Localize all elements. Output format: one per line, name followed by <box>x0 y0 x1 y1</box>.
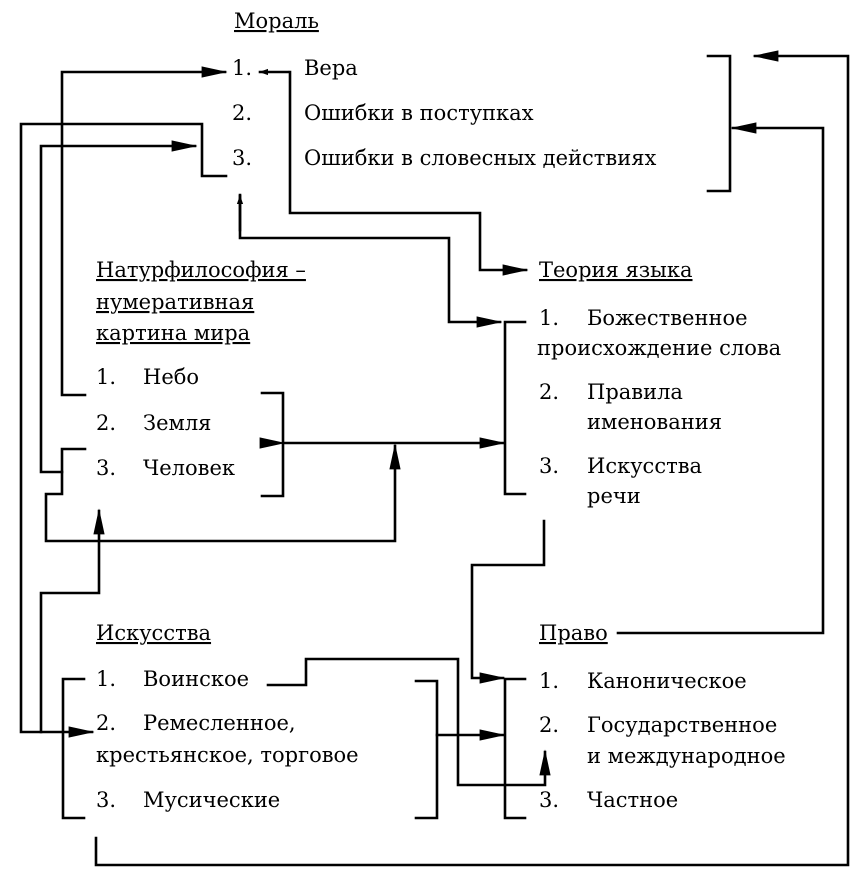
arts-title: Искусства <box>96 621 211 645</box>
natural-philosophy-item-2-number: 2. <box>96 411 116 435</box>
language-theory-item-1-line-2: происхождение слова <box>537 336 781 360</box>
arts-item-2-line-1: Ремесленное, <box>143 711 296 735</box>
law-title: Право <box>539 621 608 645</box>
connector-arts-to-morality <box>94 50 850 867</box>
natural-philosophy-title-line-1: Натурфилософия – <box>96 258 306 282</box>
arts-item-1-number: 1. <box>96 667 116 691</box>
morality-item-1-number: 1. <box>232 56 252 80</box>
language-theory-item-1-line-1: Божественное <box>587 306 748 330</box>
arts-item-2-line-2: крестьянское, торговое <box>96 743 359 767</box>
natural-philosophy-item-1-number: 1. <box>96 365 116 389</box>
law-item-3-line-1: Частное <box>587 788 678 812</box>
morality-block: Мораль 1. Вера 2. Ошибки в поступках 3. … <box>232 9 732 193</box>
language-theory-item-3-number: 3. <box>539 454 559 478</box>
law-left-bracket <box>503 677 527 820</box>
language-theory-item-3-line-2: речи <box>587 484 641 508</box>
arts-item-3-line-1: Мусические <box>143 788 280 812</box>
morality-title: Мораль <box>234 9 319 33</box>
arts-item-2-number: 2. <box>96 711 116 735</box>
language-theory-title: Теория языка <box>539 258 693 282</box>
law-item-2-line-1: Государственное <box>587 713 777 737</box>
morality-item-1-text: Вера <box>304 56 358 80</box>
language-theory-item-1-number: 1. <box>539 306 559 330</box>
morality-right-bracket <box>706 54 732 193</box>
connector-military-to-law <box>266 657 551 787</box>
connector-faith-to-language-theory <box>288 70 529 276</box>
law-item-2-number: 2. <box>539 713 559 737</box>
arts-item-3-number: 3. <box>96 788 116 812</box>
connector-language-theory-to-law <box>470 519 546 684</box>
law-item-2-line-2: и международное <box>587 744 786 768</box>
arts-right-bracket <box>414 679 439 820</box>
morality-item-2-text: Ошибки в поступках <box>304 101 534 125</box>
arts-block: Искусства 1. Воинское 2. Ремесленное, кр… <box>61 621 439 820</box>
connector-human-to-center <box>44 443 401 543</box>
language-theory-item-2-number: 2. <box>539 380 559 404</box>
connector-morality-errors-to-arts <box>19 122 228 738</box>
law-item-3-number: 3. <box>539 788 559 812</box>
law-item-1-line-1: Каноническое <box>587 669 747 693</box>
language-theory-item-2-line-1: Правила <box>587 380 683 404</box>
language-theory-item-3-line-1: Искусства <box>587 454 702 478</box>
connectors <box>19 50 850 867</box>
connector-sky-to-faith <box>60 66 228 397</box>
natural-philosophy-item-3-number: 3. <box>96 456 116 480</box>
natural-philosophy-item-2-text: Земля <box>143 411 211 435</box>
connector-law-to-morality <box>616 122 825 635</box>
law-item-1-number: 1. <box>539 669 559 693</box>
morality-item-2-number: 2. <box>232 101 252 125</box>
natural-philosophy-right-bracket <box>260 391 285 498</box>
natural-philosophy-item-1-text: Небо <box>143 365 199 389</box>
morality-item-3-number: 3. <box>232 146 252 170</box>
morality-item-3-text: Ошибки в словесных действиях <box>304 146 656 170</box>
natural-philosophy-title-line-3: картина мира <box>96 321 250 345</box>
natural-philosophy-item-3-text: Человек <box>143 456 235 480</box>
arts-item-1-line-1: Воинское <box>143 667 249 691</box>
law-block: Право 1. Каноническое 2. Государственное… <box>503 621 786 820</box>
arts-left-bracket <box>61 677 86 820</box>
language-theory-item-2-line-2: именования <box>587 410 722 434</box>
connector-human-to-morality-3 <box>39 140 198 474</box>
natural-philosophy-block: Натурфилософия – нумеративная картина ми… <box>96 258 306 498</box>
connector-arts-to-natural-philosophy <box>39 508 105 734</box>
language-theory-left-bracket <box>503 320 527 496</box>
language-theory-block: Теория языка 1. Божественное происхожден… <box>503 258 781 508</box>
natural-philosophy-title-line-2: нумеративная <box>96 290 254 314</box>
